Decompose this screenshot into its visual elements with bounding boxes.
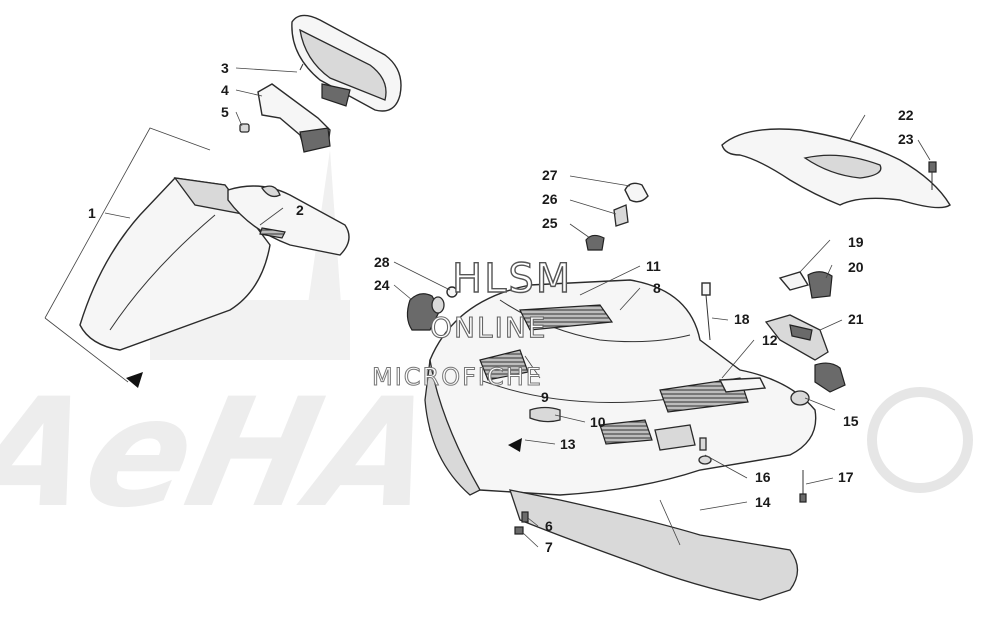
- callout-2: 2: [296, 202, 304, 218]
- main-seat-tray-assembly: [424, 279, 817, 496]
- callout-labels: 1 2 3 4 5 6 7 8 9 10 11 12 13 14 15 16 1…: [88, 60, 914, 555]
- callout-16: 16: [755, 469, 771, 485]
- svg-text:AeHA: AeHA: [0, 366, 452, 541]
- callout-1: 1: [88, 205, 96, 221]
- watermark-line1: HLSM: [452, 256, 572, 302]
- part-5-grommet: [239, 123, 250, 133]
- part-14-pad: [509, 489, 799, 601]
- part-4-bracket: [257, 83, 331, 153]
- part-23-screw: [928, 161, 937, 190]
- callout-5: 5: [221, 104, 229, 120]
- callout-3: 3: [221, 60, 229, 76]
- callout-18: 18: [734, 311, 750, 327]
- callout-9: 9: [541, 389, 549, 405]
- callout-21: 21: [848, 311, 864, 327]
- callout-25: 25: [542, 215, 558, 231]
- callout-27: 27: [542, 167, 558, 183]
- hlsm-watermark: HLSM ONLINE MICROFICHE: [372, 255, 572, 391]
- callout-23: 23: [898, 131, 914, 147]
- callout-22: 22: [898, 107, 914, 123]
- callout-13: 13: [560, 436, 576, 452]
- parts-24-28-latch: [406, 286, 458, 331]
- callout-11: 11: [646, 258, 661, 274]
- callout-14: 14: [755, 494, 771, 510]
- part-3-rear-housing: [291, 14, 402, 112]
- part-2-mount: [227, 185, 350, 256]
- callout-12: 12: [762, 332, 778, 348]
- callout-4: 4: [221, 82, 229, 98]
- fasteners: [514, 282, 807, 535]
- background-logo-watermark: AeHA: [0, 150, 973, 541]
- callout-7: 7: [545, 539, 553, 555]
- callout-20: 20: [848, 259, 864, 275]
- parts-25-26-27-knob: [585, 182, 649, 251]
- part-15-connector: [790, 362, 846, 406]
- callout-19: 19: [848, 234, 864, 250]
- callout-10: 10: [590, 414, 606, 430]
- watermark-line2: ONLINE: [430, 311, 547, 344]
- leader-lines: [104, 67, 931, 548]
- watermark-line3: MICROFICHE: [372, 363, 543, 391]
- callout-6: 6: [545, 518, 553, 534]
- parts-19-20-21-switch: [764, 271, 833, 361]
- callout-26: 26: [542, 191, 558, 207]
- callout-15: 15: [843, 413, 859, 429]
- callout-28: 28: [374, 254, 390, 270]
- callout-17: 17: [838, 469, 854, 485]
- callout-24: 24: [374, 277, 390, 293]
- callout-8: 8: [653, 280, 661, 296]
- part-22-rear-cover: [721, 128, 951, 209]
